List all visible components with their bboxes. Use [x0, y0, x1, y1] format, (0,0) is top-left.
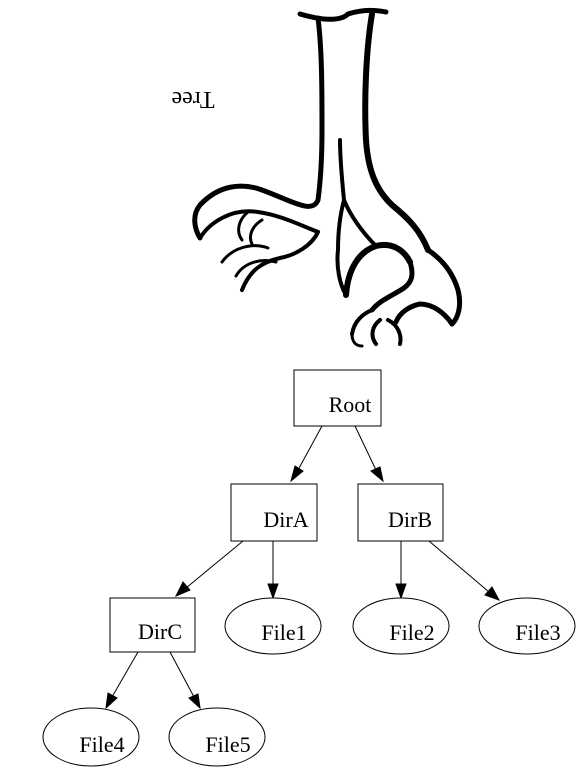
node-file1-label: File1 [261, 620, 306, 645]
node-file2-ellipse [352, 597, 450, 655]
edges [105, 425, 501, 710]
edge-dirc-file5 [169, 651, 195, 698]
node-file2: File2 [352, 597, 450, 655]
node-dira-label: DirA [263, 507, 308, 532]
arrowhead-root-dirb [370, 466, 384, 483]
arrowhead-dirb-file3 [484, 586, 501, 601]
arrowhead-dira-file1 [267, 583, 279, 600]
node-file4-ellipse [42, 707, 140, 767]
edge-root-dirb [354, 425, 377, 471]
node-file3-ellipse [478, 597, 576, 655]
node-file2-label: File2 [389, 620, 434, 645]
arrowhead-dira-dirc [174, 581, 191, 597]
node-dirb: DirB [357, 483, 444, 542]
edge-dirc-file4 [111, 651, 139, 698]
node-dirc-label: DirC [138, 619, 182, 644]
node-dirc: DirC [109, 597, 196, 653]
arrowhead-dirc-file5 [188, 693, 201, 710]
node-file4-label: File4 [79, 732, 124, 757]
node-root: Root [293, 369, 382, 427]
edge-root-dira [297, 425, 323, 471]
edge-dira-dirc [185, 540, 244, 589]
node-file4: File4 [42, 707, 140, 767]
node-file1: File1 [224, 597, 322, 655]
node-file3: File3 [478, 597, 576, 655]
node-file5-ellipse [168, 707, 266, 767]
node-dira-box [230, 483, 318, 542]
node-file1-ellipse [224, 597, 322, 655]
node-file5-label: File5 [205, 732, 250, 757]
node-file3-label: File3 [515, 620, 560, 645]
node-dirc-box [109, 597, 196, 653]
edge-dirb-file3 [428, 540, 490, 593]
node-root-box [293, 369, 382, 427]
diagram-title: Tree [171, 86, 214, 112]
node-root-label: Root [329, 392, 372, 417]
tree-illustration [192, 7, 463, 348]
node-dira: DirA [230, 483, 318, 542]
arrowhead-root-dira [290, 465, 304, 483]
node-dirb-label: DirB [388, 507, 432, 532]
arrowhead-dirc-file4 [105, 692, 118, 710]
arrowhead-dirb-file2 [395, 583, 407, 600]
node-dirb-box [357, 483, 444, 542]
node-file5: File5 [168, 707, 266, 767]
